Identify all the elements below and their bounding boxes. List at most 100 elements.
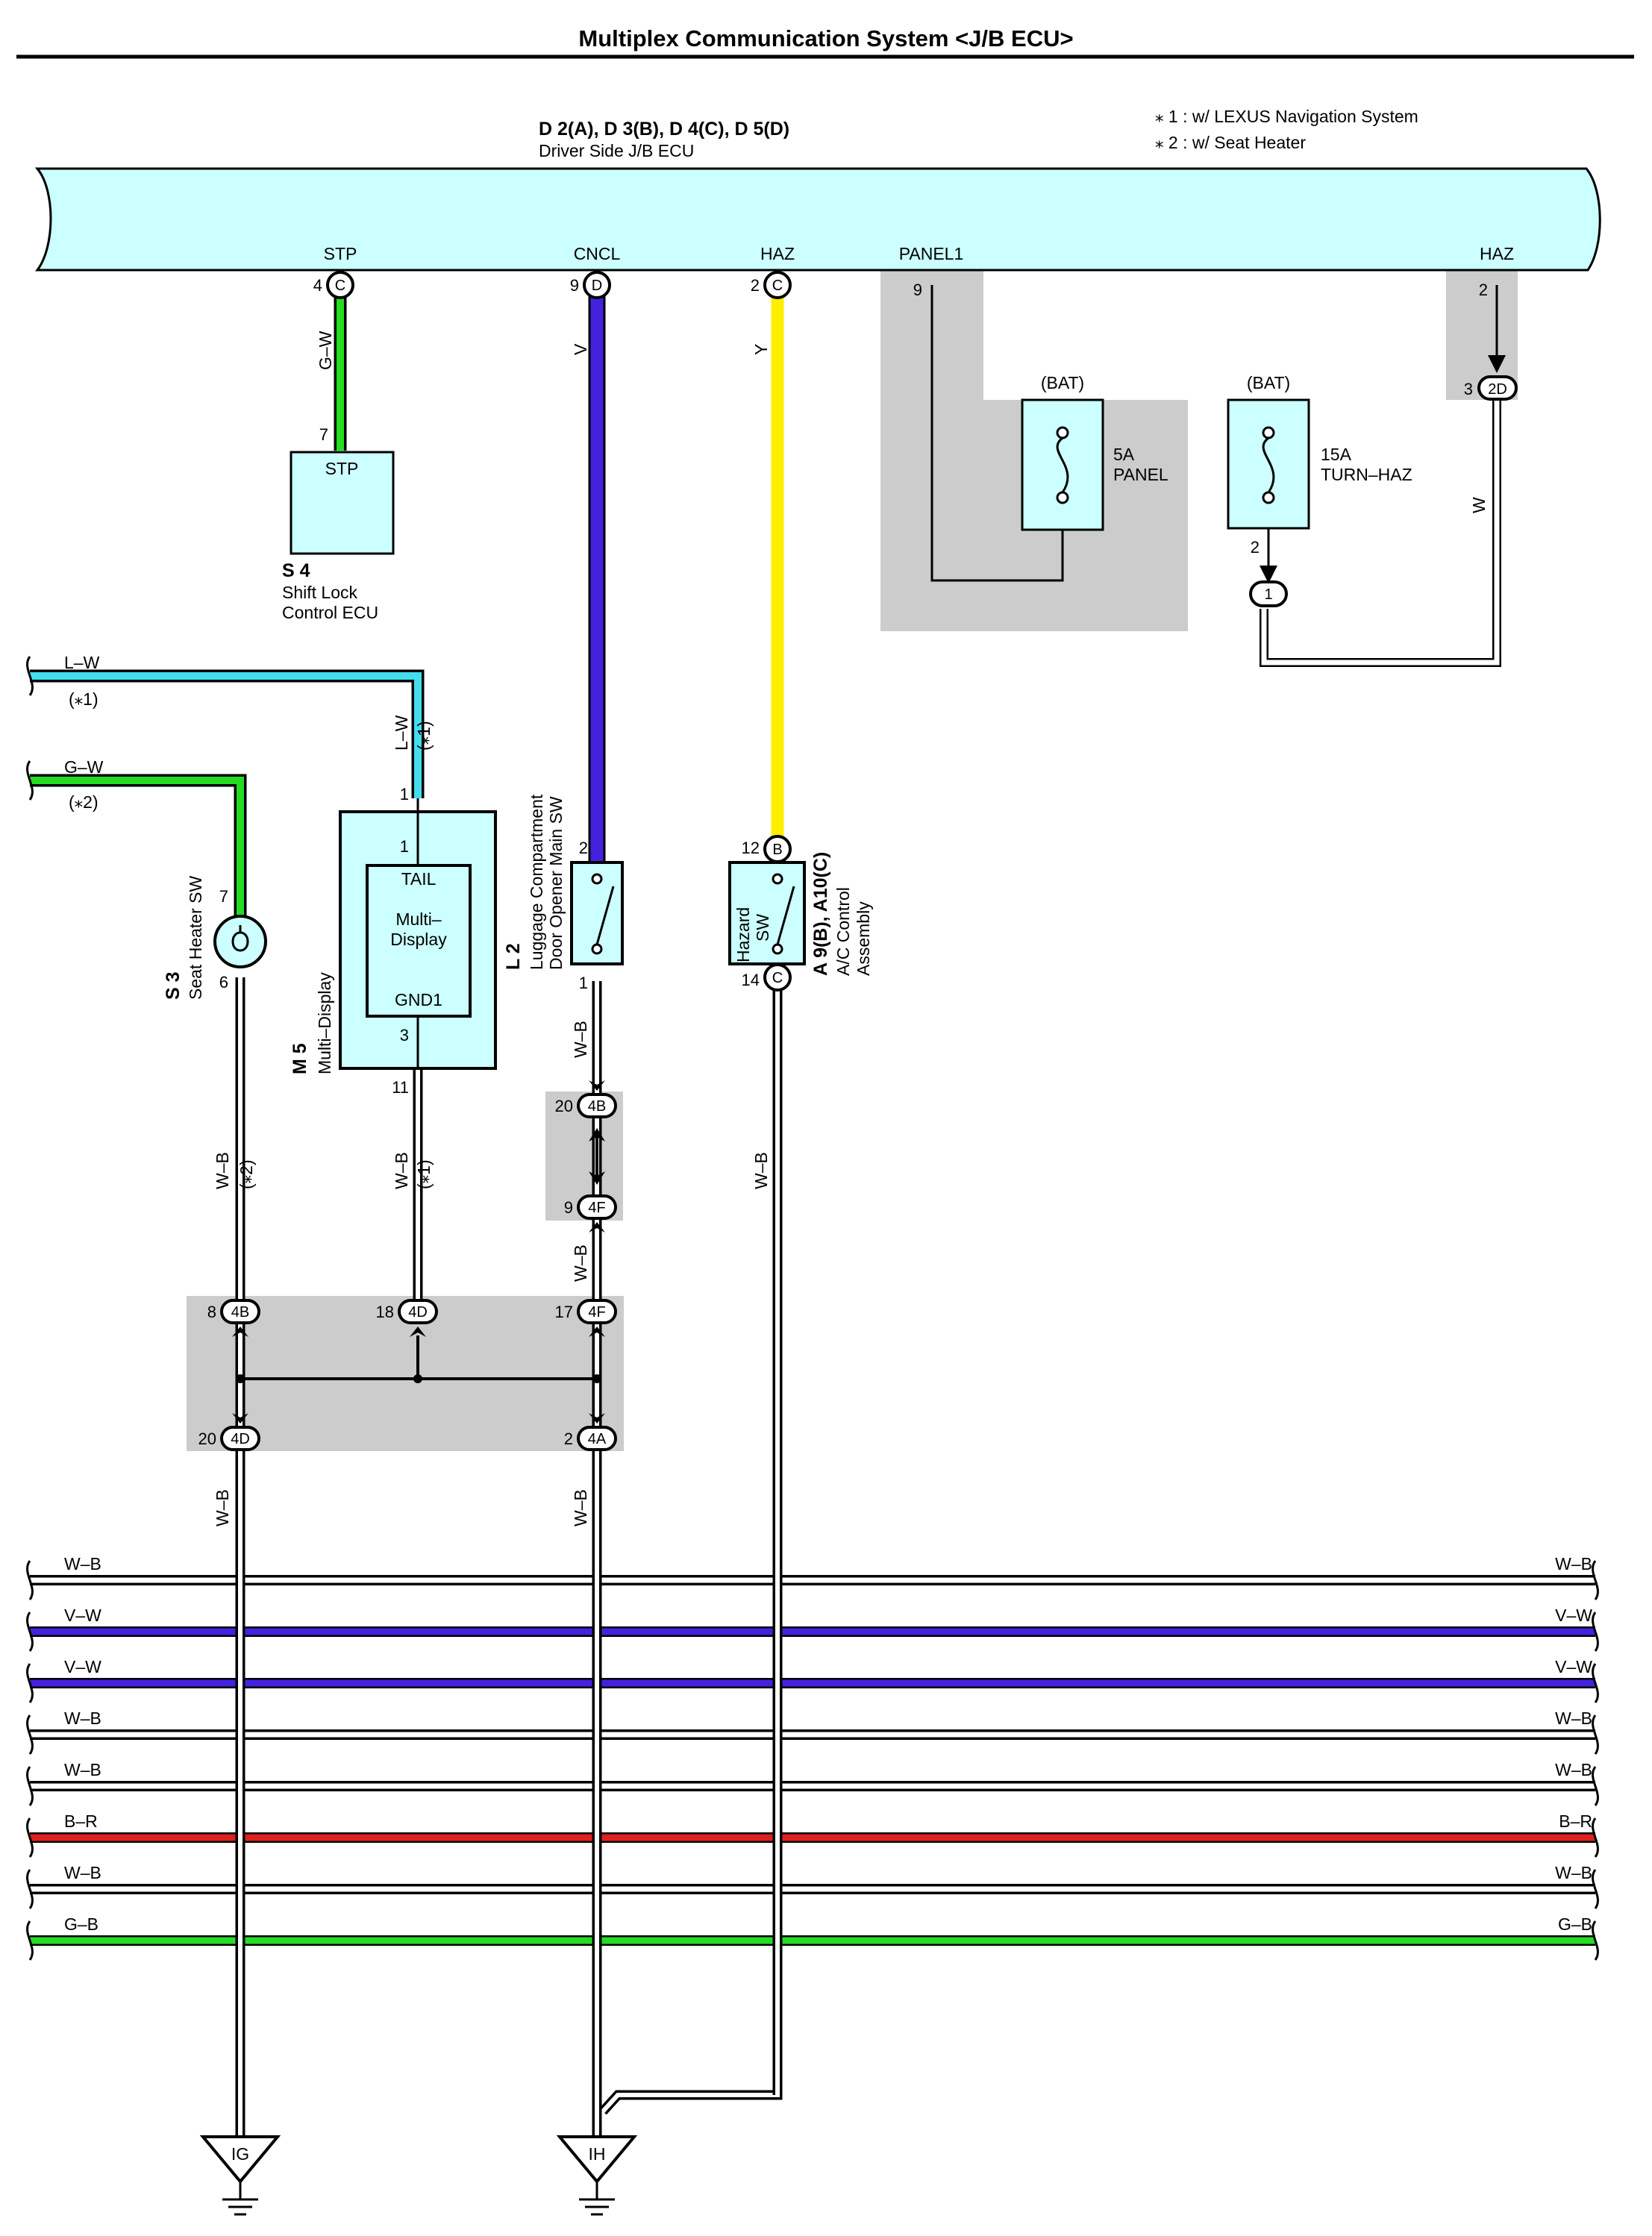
a9-badge-bottom-circle: C (763, 963, 792, 992)
m5-pin-bottom: 11 (392, 1078, 409, 1097)
fuse-turn-haz-rating: 15A (1321, 445, 1352, 464)
a9-badge-top: B (772, 842, 782, 858)
bus-label-right-4: W–B (1555, 1760, 1592, 1779)
junction-badge-j2_4a: 4A (588, 1431, 607, 1447)
junction-badge-j20_4b: 4B (588, 1098, 606, 1115)
ecu-pin-cncl: D 9 (570, 271, 611, 299)
label-wb-mid: W–B (571, 1244, 590, 1282)
a9-inner-2: SW (753, 914, 772, 942)
ecu-pin-panel1-num: 9 (913, 281, 922, 299)
wb-runs (240, 977, 777, 2149)
fuse-turn-haz-name: TURN–HAZ (1321, 465, 1412, 484)
ecu-badge-haz: C (772, 278, 783, 294)
wb-runs-over-bus (235, 1552, 783, 2141)
a9-pin-bottom: 14 (742, 971, 760, 989)
wire-turn-haz (1260, 527, 1277, 583)
ecu-badge-stp: C (335, 278, 345, 294)
fuse-panel-rating: 5A (1113, 445, 1135, 464)
ecu-terminal-panel1: PANEL1 (899, 244, 964, 263)
fuse-turn-haz-source: (BAT) (1247, 373, 1290, 392)
ecu-name: Driver Side J/B ECU (539, 141, 694, 160)
ecu-pin-cncl-num: 9 (570, 276, 579, 295)
junction-pin-j18_4d: 18 (376, 1303, 394, 1321)
junction-arrow-j9_4f (589, 1222, 605, 1233)
ecu-pin-stp: C 4 (313, 271, 354, 299)
component-s3: 7 6 S 3 Seat Heater SW (163, 876, 267, 1000)
bus-line-5: B–R B–R (26, 1811, 1599, 1858)
bus-label-left-4: W–B (64, 1760, 101, 1779)
l2-pin-top: 2 (579, 839, 588, 857)
bus-label-right-7: G–B (1558, 1914, 1592, 1934)
feed-squiggle-0 (26, 656, 34, 696)
a9-inner-1: Hazard (733, 907, 753, 962)
label-wb-l2: W–B (571, 1021, 590, 1058)
junction-arrow-j18_4d (410, 1327, 426, 1337)
label-wb-a9: W–B (751, 1152, 771, 1189)
l2-code: L 2 (503, 943, 524, 970)
component-m5: TAIL Multi– Display GND1 1 1 3 11 M 5 Mu… (290, 785, 497, 1097)
ecu-terminal-stp: STP (324, 244, 357, 263)
wire-haz2 (1488, 285, 1506, 373)
junction-badge-j20_4d: 4D (231, 1431, 250, 1447)
junction-j8_4b: 4B8 (207, 1299, 260, 1337)
ground-ig-label: IG (231, 2144, 249, 2164)
turn-haz-connector: 1 (1249, 580, 1288, 607)
label-wb-s3: W–B (213, 1152, 232, 1189)
m5-inner-2: Display (390, 930, 447, 949)
a9-pin-top: 12 (742, 839, 760, 857)
m5-inner-bottom: GND1 (395, 990, 442, 1009)
s4-terminal: STP (325, 459, 359, 478)
ecu-codes: D 2(A), D 3(B), D 4(C), D 5(D) (539, 119, 789, 140)
junction-arrow-j8_4b (232, 1327, 248, 1337)
junction-arrow-j20_4b (589, 1080, 605, 1091)
junction-arrow-j17_4f (589, 1327, 605, 1337)
junction-badge-j8_4b: 4B (231, 1304, 249, 1321)
a9-badge-top-circle: B (763, 835, 792, 863)
m5-inner-1: Multi– (395, 909, 442, 929)
bus-label-left-5: B–R (64, 1811, 98, 1831)
s4-pin: 7 (319, 425, 328, 444)
wire-w-return (1260, 398, 1501, 667)
ecu-pin-stp-num: 4 (313, 276, 322, 295)
jb-connector-badge: 2D (1488, 381, 1507, 398)
m5-inner-top: TAIL (401, 869, 437, 889)
junction-arrow-j2_4a (589, 1413, 605, 1424)
fuse-panel-source: (BAT) (1041, 373, 1084, 392)
m5-code: M 5 (290, 1043, 310, 1074)
bus-label-right-5: B–R (1559, 1811, 1592, 1831)
junction-badge-j17_4f: 4F (588, 1304, 605, 1321)
component-l2: 2 1 L 2 Luggage Compartment Door Opener … (503, 794, 624, 992)
s4-code: S 4 (282, 560, 310, 581)
splice-network (236, 1335, 601, 1383)
label-gw: G–W (316, 331, 335, 370)
note-1: ⁎ 1 : w/ LEXUS Navigation System (1155, 107, 1418, 126)
bus-label-left-2: V–W (64, 1657, 101, 1676)
a9-badge-bottom: C (772, 970, 783, 986)
label-lw-vertical: L–W (392, 715, 411, 751)
wire-labels: G–W V Y W L–W (⁎1) G–W (⁎2) L–W (⁎1) W–B… (64, 331, 1489, 1526)
fuse-panel: (BAT) 5A PANEL (1021, 373, 1168, 531)
l2-name-2: Door Opener Main SW (546, 796, 566, 970)
wire-gw-seat (30, 774, 247, 918)
label-lw-vertical-option: (⁎1) (414, 721, 434, 751)
component-a9: Hazard SW 12 14 A 9(B), A10(C) A/C Contr… (728, 839, 873, 989)
bus-label-left-3: W–B (64, 1709, 101, 1728)
ground-ih-label: IH (589, 2144, 606, 2164)
s3-code: S 3 (163, 971, 184, 1000)
wire-panel1 (930, 285, 1064, 582)
label-lw: L–W (64, 653, 100, 672)
bus-label-left-1: V–W (64, 1606, 101, 1625)
fuse-panel-name: PANEL (1113, 465, 1168, 484)
label-wb-m5-option: (⁎1) (414, 1159, 434, 1189)
jb-connector-2d: 2D 3 (1464, 375, 1518, 401)
